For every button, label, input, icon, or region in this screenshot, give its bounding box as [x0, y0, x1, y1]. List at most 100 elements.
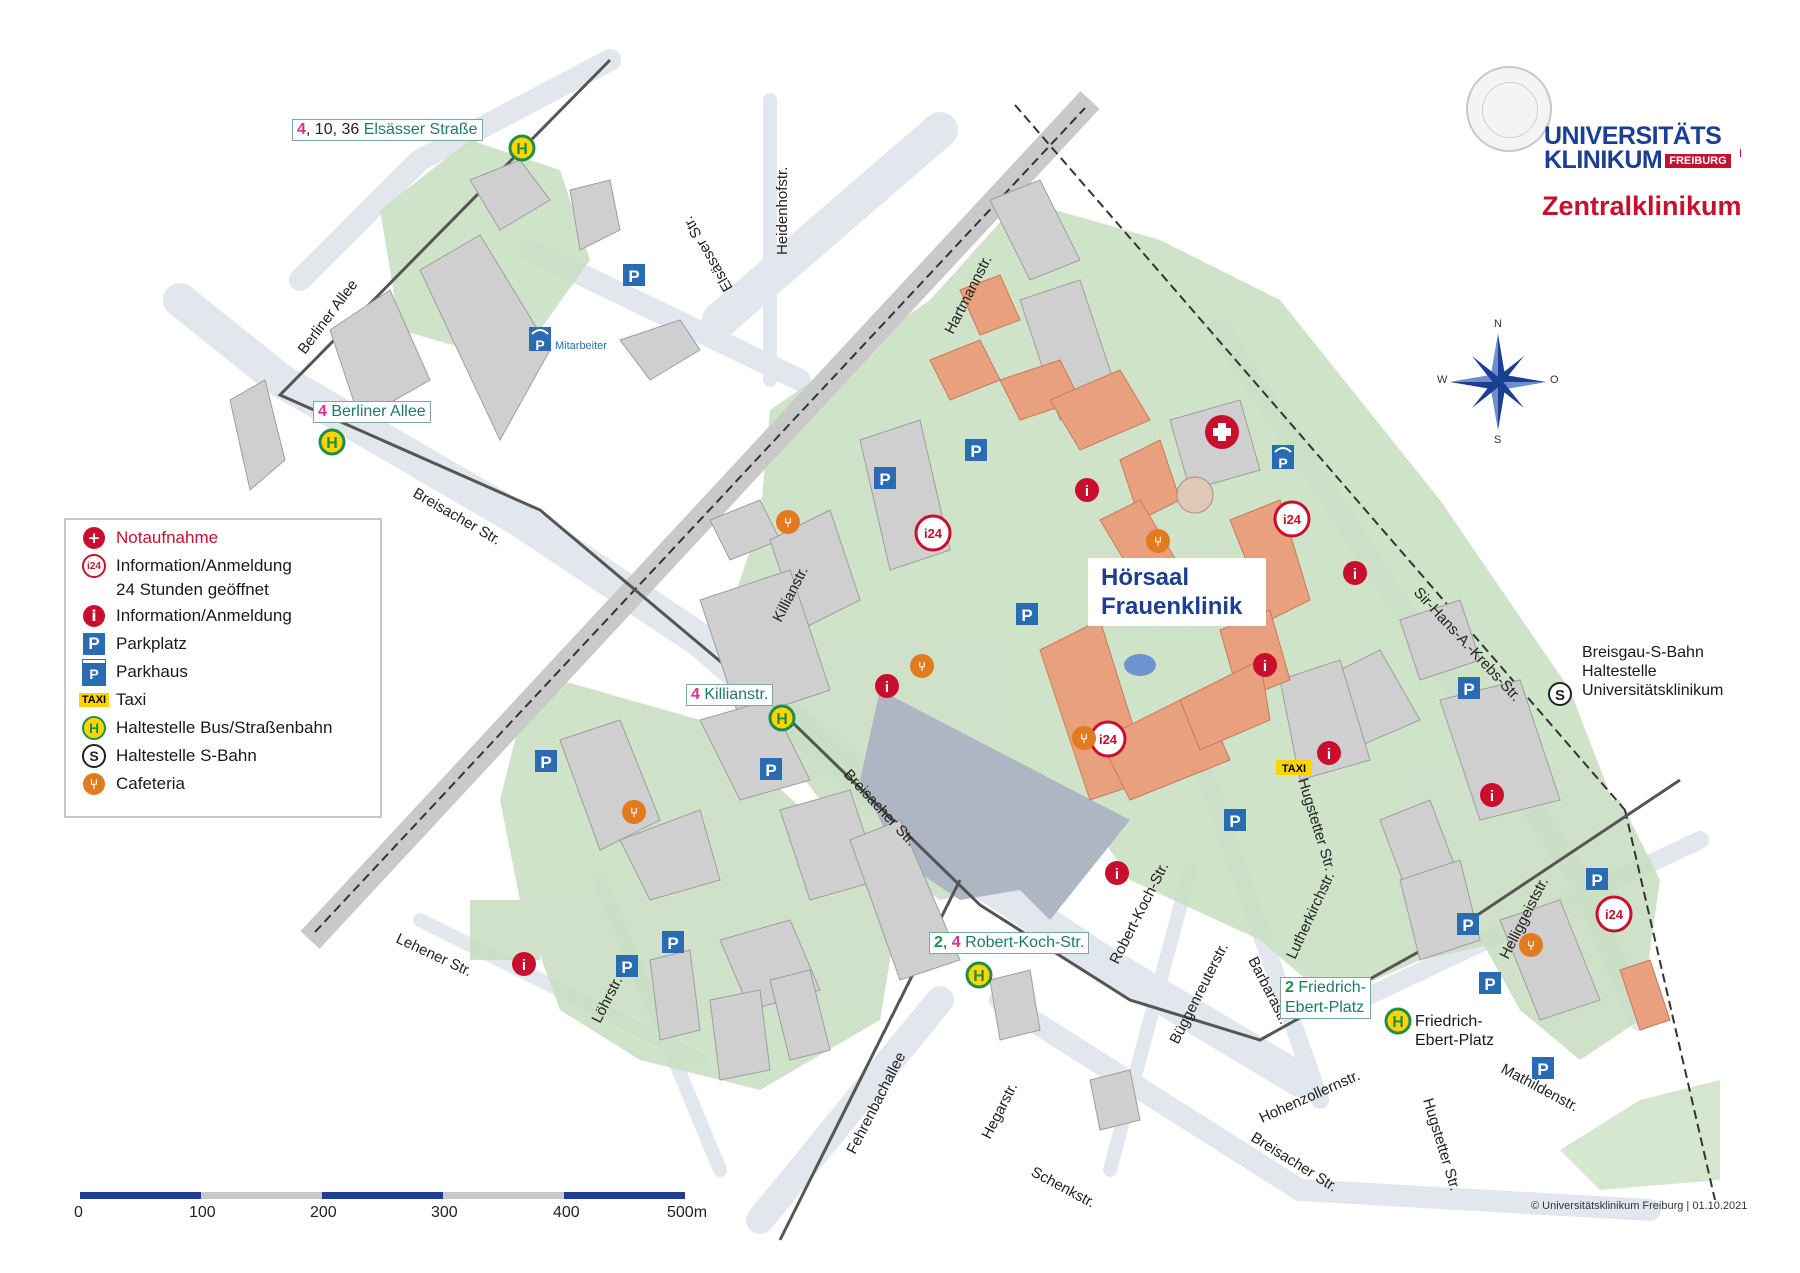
pond [1124, 654, 1156, 676]
copyright: © Universitätsklinikum Freiburg | 01.10.… [1531, 1200, 1748, 1212]
logo-line2: KLINIKUM [1544, 146, 1663, 174]
stop-label-robert-koch[interactable]: 2, 4 Robert-Koch-Str. [929, 932, 1090, 954]
info-marker[interactable]: i [512, 952, 536, 976]
info-marker[interactable]: i [875, 674, 899, 698]
parking-marker[interactable]: P [1224, 809, 1246, 831]
cafeteria-markers: ⑂ ⑂ ⑂ ⑂ ⑂ ⑂ [622, 510, 1543, 957]
info24-marker[interactable]: i24 [1089, 720, 1127, 758]
parking-marker[interactable]: P [623, 264, 645, 286]
parking-markers: P P P P P P P P P P P P P P [535, 264, 1608, 1079]
compass-o: O [1550, 374, 1559, 386]
scale-tick-300: 300 [431, 1204, 458, 1221]
svg-text:⑂: ⑂ [1527, 939, 1535, 954]
info-markers: i i i i i i i i [512, 478, 1504, 976]
street-elsaesser-str: Elsässer Str. [680, 213, 737, 294]
parking-marker[interactable]: P [874, 467, 896, 489]
stop-marker-berliner[interactable]: H [318, 428, 346, 456]
mitarbeiter-label: Mitarbeiter [555, 340, 607, 352]
info-icon: i [80, 604, 108, 628]
svg-text:⑂: ⑂ [1080, 732, 1088, 747]
parking-garage-markers: P P [529, 327, 1294, 471]
stop-marker-friedrich[interactable]: H [1384, 1007, 1412, 1035]
svg-text:P: P [879, 470, 890, 489]
parking-marker[interactable]: P [662, 931, 684, 953]
svg-text:H: H [973, 968, 985, 985]
rotunda [1176, 476, 1214, 514]
emergency-marker[interactable] [1205, 415, 1239, 449]
logo-bar [1740, 149, 1741, 157]
parking-icon: P [80, 632, 108, 656]
sbahn-stop-marker[interactable]: S [1548, 682, 1572, 706]
highlight-hoersaal[interactable]: Hörsaal Frauenklinik [1088, 558, 1266, 626]
svg-text:TAXI: TAXI [1282, 763, 1306, 775]
svg-text:P: P [1463, 680, 1474, 699]
info-marker[interactable]: i [1480, 783, 1504, 807]
parking-marker[interactable]: P [1532, 1057, 1554, 1079]
logo-line1: UNIVERSITÄTS [1544, 122, 1722, 150]
cafeteria-marker[interactable]: ⑂ [776, 510, 800, 534]
svg-text:P: P [1278, 455, 1287, 471]
stop-label-killian[interactable]: 4 Killianstr. [686, 684, 774, 706]
svg-text:P: P [621, 958, 632, 977]
info-24h-icon: i24 [80, 554, 108, 578]
legend-item-parking: P Parkplatz [80, 632, 380, 660]
scale-tick-100: 100 [189, 1204, 216, 1221]
svg-text:P: P [535, 337, 544, 353]
cafeteria-icon: ⑂ [80, 772, 108, 796]
parking-garage-marker[interactable]: P [1272, 445, 1294, 471]
street-heidenhofstr: Heidenhofstr. [774, 167, 791, 255]
stop-label-friedrich[interactable]: 2 Friedrich- Ebert-Platz [1280, 977, 1371, 1019]
stop-marker-killian[interactable]: H [768, 704, 796, 732]
stop-marker-robert-koch[interactable]: H [965, 961, 993, 989]
svg-text:H: H [1392, 1014, 1404, 1031]
info24-marker[interactable]: i24 [1273, 500, 1311, 538]
parking-marker[interactable]: P [1458, 677, 1480, 699]
svg-text:H: H [516, 141, 528, 158]
info-marker[interactable]: i [1343, 561, 1367, 585]
taxi-icon: TAXI [78, 688, 110, 712]
street-hugstetter-2: Hugstetter Str. [1419, 1096, 1463, 1193]
svg-text:i: i [1263, 658, 1267, 675]
stop-label-elsaesser[interactable]: 4, 10, 36 Elsässer Straße [292, 119, 483, 141]
parking-marker[interactable]: P [1479, 972, 1501, 994]
cafeteria-marker[interactable]: ⑂ [622, 800, 646, 824]
svg-text:⑂: ⑂ [1154, 535, 1162, 550]
info-marker[interactable]: i [1317, 741, 1341, 765]
parking-marker[interactable]: P [1457, 913, 1479, 935]
info24-marker[interactable]: i24 [1595, 895, 1633, 933]
svg-text:P: P [667, 934, 678, 953]
cafeteria-marker[interactable]: ⑂ [1072, 726, 1096, 750]
cafeteria-marker[interactable]: ⑂ [910, 654, 934, 678]
compass-n: N [1494, 318, 1502, 330]
info-marker[interactable]: i [1253, 653, 1277, 677]
street-hegar: Hegarstr. [978, 1080, 1021, 1142]
info-marker[interactable]: i [1075, 478, 1099, 502]
parking-marker[interactable]: P [965, 439, 987, 461]
parking-garage-marker[interactable]: P [529, 327, 551, 353]
svg-text:P: P [1462, 916, 1473, 935]
svg-text:i: i [1085, 483, 1089, 500]
svg-text:i: i [1115, 866, 1119, 883]
parking-marker[interactable]: P [616, 955, 638, 977]
stop-label-berliner[interactable]: 4 Berliner Allee [313, 401, 431, 423]
svg-text:i24: i24 [924, 526, 943, 541]
parking-marker[interactable]: P [1586, 868, 1608, 890]
parking-marker[interactable]: P [760, 758, 782, 780]
info24-marker[interactable]: i24 [914, 514, 952, 552]
cafeteria-marker[interactable]: ⑂ [1519, 933, 1543, 957]
info-marker[interactable]: i [1105, 861, 1129, 885]
cafeteria-marker[interactable]: ⑂ [1146, 529, 1170, 553]
scale-tick-400: 400 [553, 1204, 580, 1221]
taxi-marker[interactable]: TAXI [1276, 760, 1312, 775]
parking-marker[interactable]: P [1016, 603, 1038, 625]
parking-marker[interactable]: P [535, 750, 557, 772]
svg-text:i24: i24 [1283, 512, 1302, 527]
scale-tick-0: 0 [74, 1204, 83, 1221]
emergency-cross-icon: + [80, 526, 108, 550]
stop-marker-elsaesser[interactable]: H [508, 134, 536, 162]
legend-item-taxi: TAXI Taxi [78, 688, 380, 716]
svg-text:i: i [522, 957, 526, 974]
